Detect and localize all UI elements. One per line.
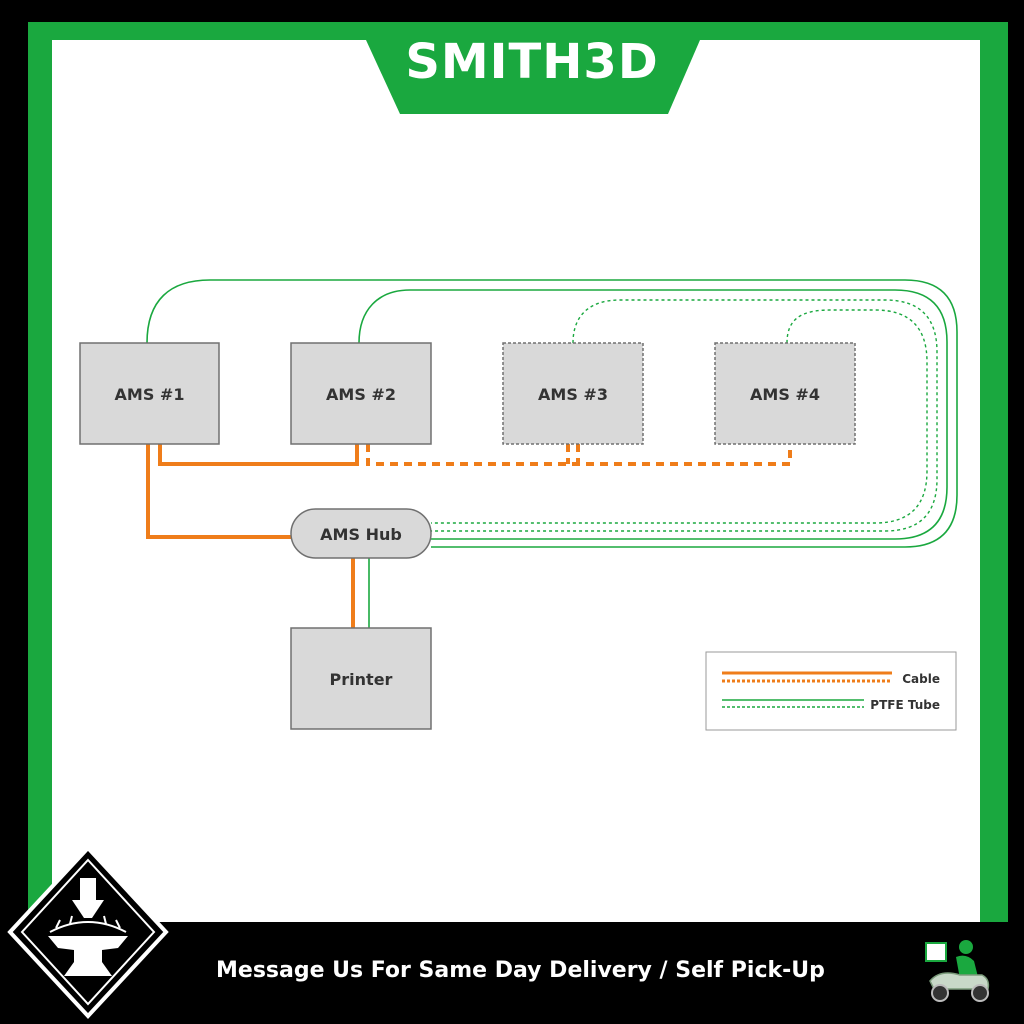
node-ams4-label: AMS #4	[750, 385, 820, 404]
node-printer: Printer	[290, 627, 432, 730]
legend: Cable PTFE Tube	[705, 651, 957, 731]
delivery-scooter-icon	[925, 940, 990, 1002]
diagram-canvas	[52, 40, 980, 922]
brand-title: SMITH3D	[405, 34, 659, 90]
node-ams4: AMS #4	[714, 342, 856, 445]
anvil-logo-icon	[7, 845, 169, 1019]
node-ams2-label: AMS #2	[326, 385, 396, 404]
cable-solid	[146, 444, 359, 628]
ptfe-tube-solid	[146, 279, 958, 628]
cable-dashed	[366, 444, 792, 466]
ptfe-tube-dotted	[431, 299, 938, 532]
legend-tube-label: PTFE Tube	[870, 698, 940, 712]
node-ams1: AMS #1	[79, 342, 220, 445]
node-ams-hub-label: AMS Hub	[320, 525, 402, 544]
node-ams3: AMS #3	[502, 342, 644, 445]
legend-cable-label: Cable	[902, 672, 940, 686]
node-ams-hub: AMS Hub	[290, 508, 432, 559]
node-ams2: AMS #2	[290, 342, 432, 445]
node-ams1-label: AMS #1	[115, 385, 185, 404]
footer-message: Message Us For Same Day Delivery / Self …	[216, 958, 825, 983]
footer-bar	[0, 922, 1024, 1024]
node-ams3-label: AMS #3	[538, 385, 608, 404]
node-printer-label: Printer	[330, 670, 393, 689]
